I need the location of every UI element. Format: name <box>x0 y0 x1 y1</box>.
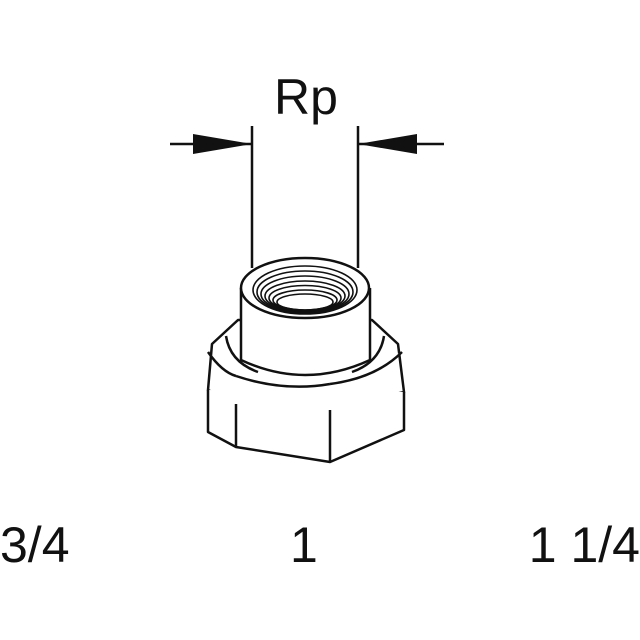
right-arrowhead <box>358 134 417 154</box>
rp-dimension-label: Rp <box>274 69 338 125</box>
left-arrowhead <box>193 134 252 154</box>
size-label-1-1-4: 1 1/4 <box>528 517 640 573</box>
size-label-3-4: 3/4 <box>0 517 70 573</box>
size-label-1: 1 <box>290 517 318 573</box>
internal-thread <box>252 265 358 315</box>
